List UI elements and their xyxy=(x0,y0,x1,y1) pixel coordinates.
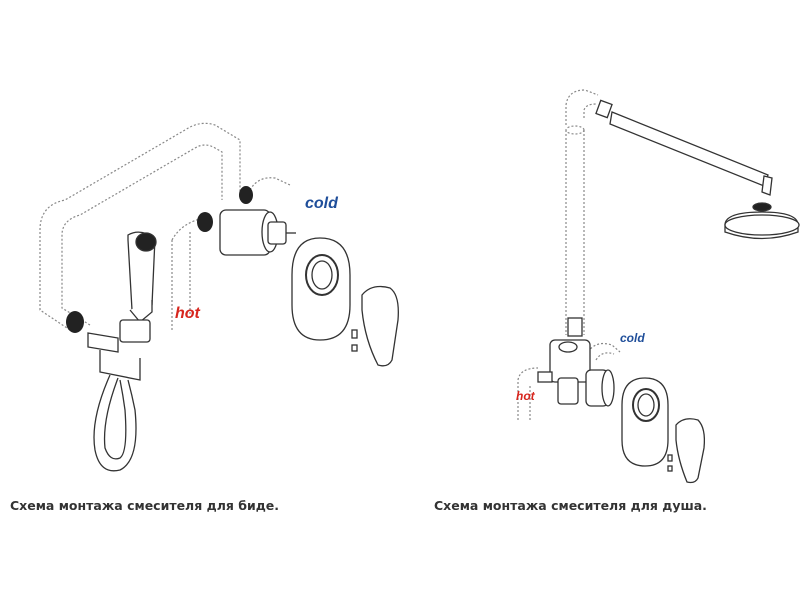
hot-label: hot xyxy=(516,389,536,403)
shower-holder xyxy=(119,319,151,343)
hot-label: hot xyxy=(175,305,201,322)
hidden-cold-supply xyxy=(587,342,621,353)
hidden-top-elbow xyxy=(565,89,599,125)
hidden-pipe-loop xyxy=(39,122,241,331)
hidden-riser-pipe xyxy=(565,130,585,335)
cold-label: cold xyxy=(620,331,645,345)
hidden-pipe-hot-down xyxy=(171,232,191,330)
shower-arm xyxy=(609,111,769,187)
lever-handle xyxy=(361,285,399,367)
shower-diagram-drawing: hot cold xyxy=(516,89,800,484)
wall-connector xyxy=(87,332,119,353)
shower-caption: Схема монтажа смесителя для душа. xyxy=(434,498,707,513)
bidet-installation-diagram: hot cold xyxy=(0,0,400,500)
cold-label: cold xyxy=(305,195,339,212)
lever-handle xyxy=(675,418,706,484)
shower-installation-diagram: hot cold xyxy=(400,0,800,500)
pipe-end-markers xyxy=(66,186,253,333)
hidden-hot-supply xyxy=(517,367,539,420)
hidden-pipe-loop-inner xyxy=(61,144,223,326)
bidet-diagram-drawing: hot cold xyxy=(39,122,399,472)
hidden-pipe-cold xyxy=(249,177,291,191)
bidet-caption: Схема монтажа смесителя для биде. xyxy=(10,498,280,513)
